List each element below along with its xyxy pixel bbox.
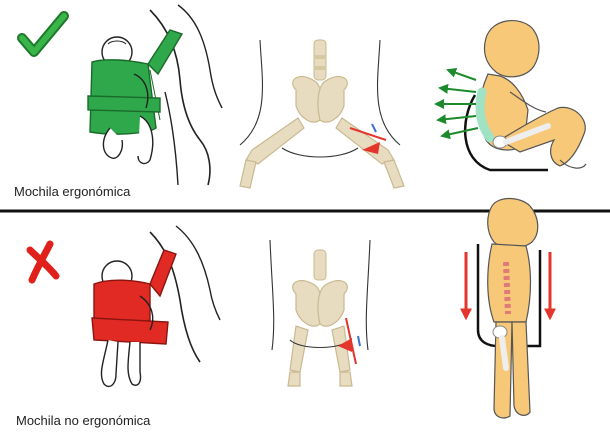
baby-hanging-side-illustration xyxy=(460,197,556,419)
check-icon xyxy=(17,11,69,57)
non-ergonomic-carrier-caption: Mochila no ergonómica xyxy=(16,413,151,428)
cross-icon xyxy=(26,240,60,284)
ergonomic-carrier-caption: Mochila ergonómica xyxy=(14,184,131,199)
hip-joint-hanging-illustration xyxy=(269,239,371,387)
parent-with-non-ergonomic-carrier-illustration xyxy=(91,225,221,388)
parent-with-ergonomic-carrier-illustration xyxy=(87,4,223,186)
hip-joint-spread-illustration xyxy=(239,39,405,189)
spine-support-arrows xyxy=(434,67,479,140)
baby-m-position-side-illustration xyxy=(434,20,587,172)
spine-pressure-arrows xyxy=(460,252,556,321)
